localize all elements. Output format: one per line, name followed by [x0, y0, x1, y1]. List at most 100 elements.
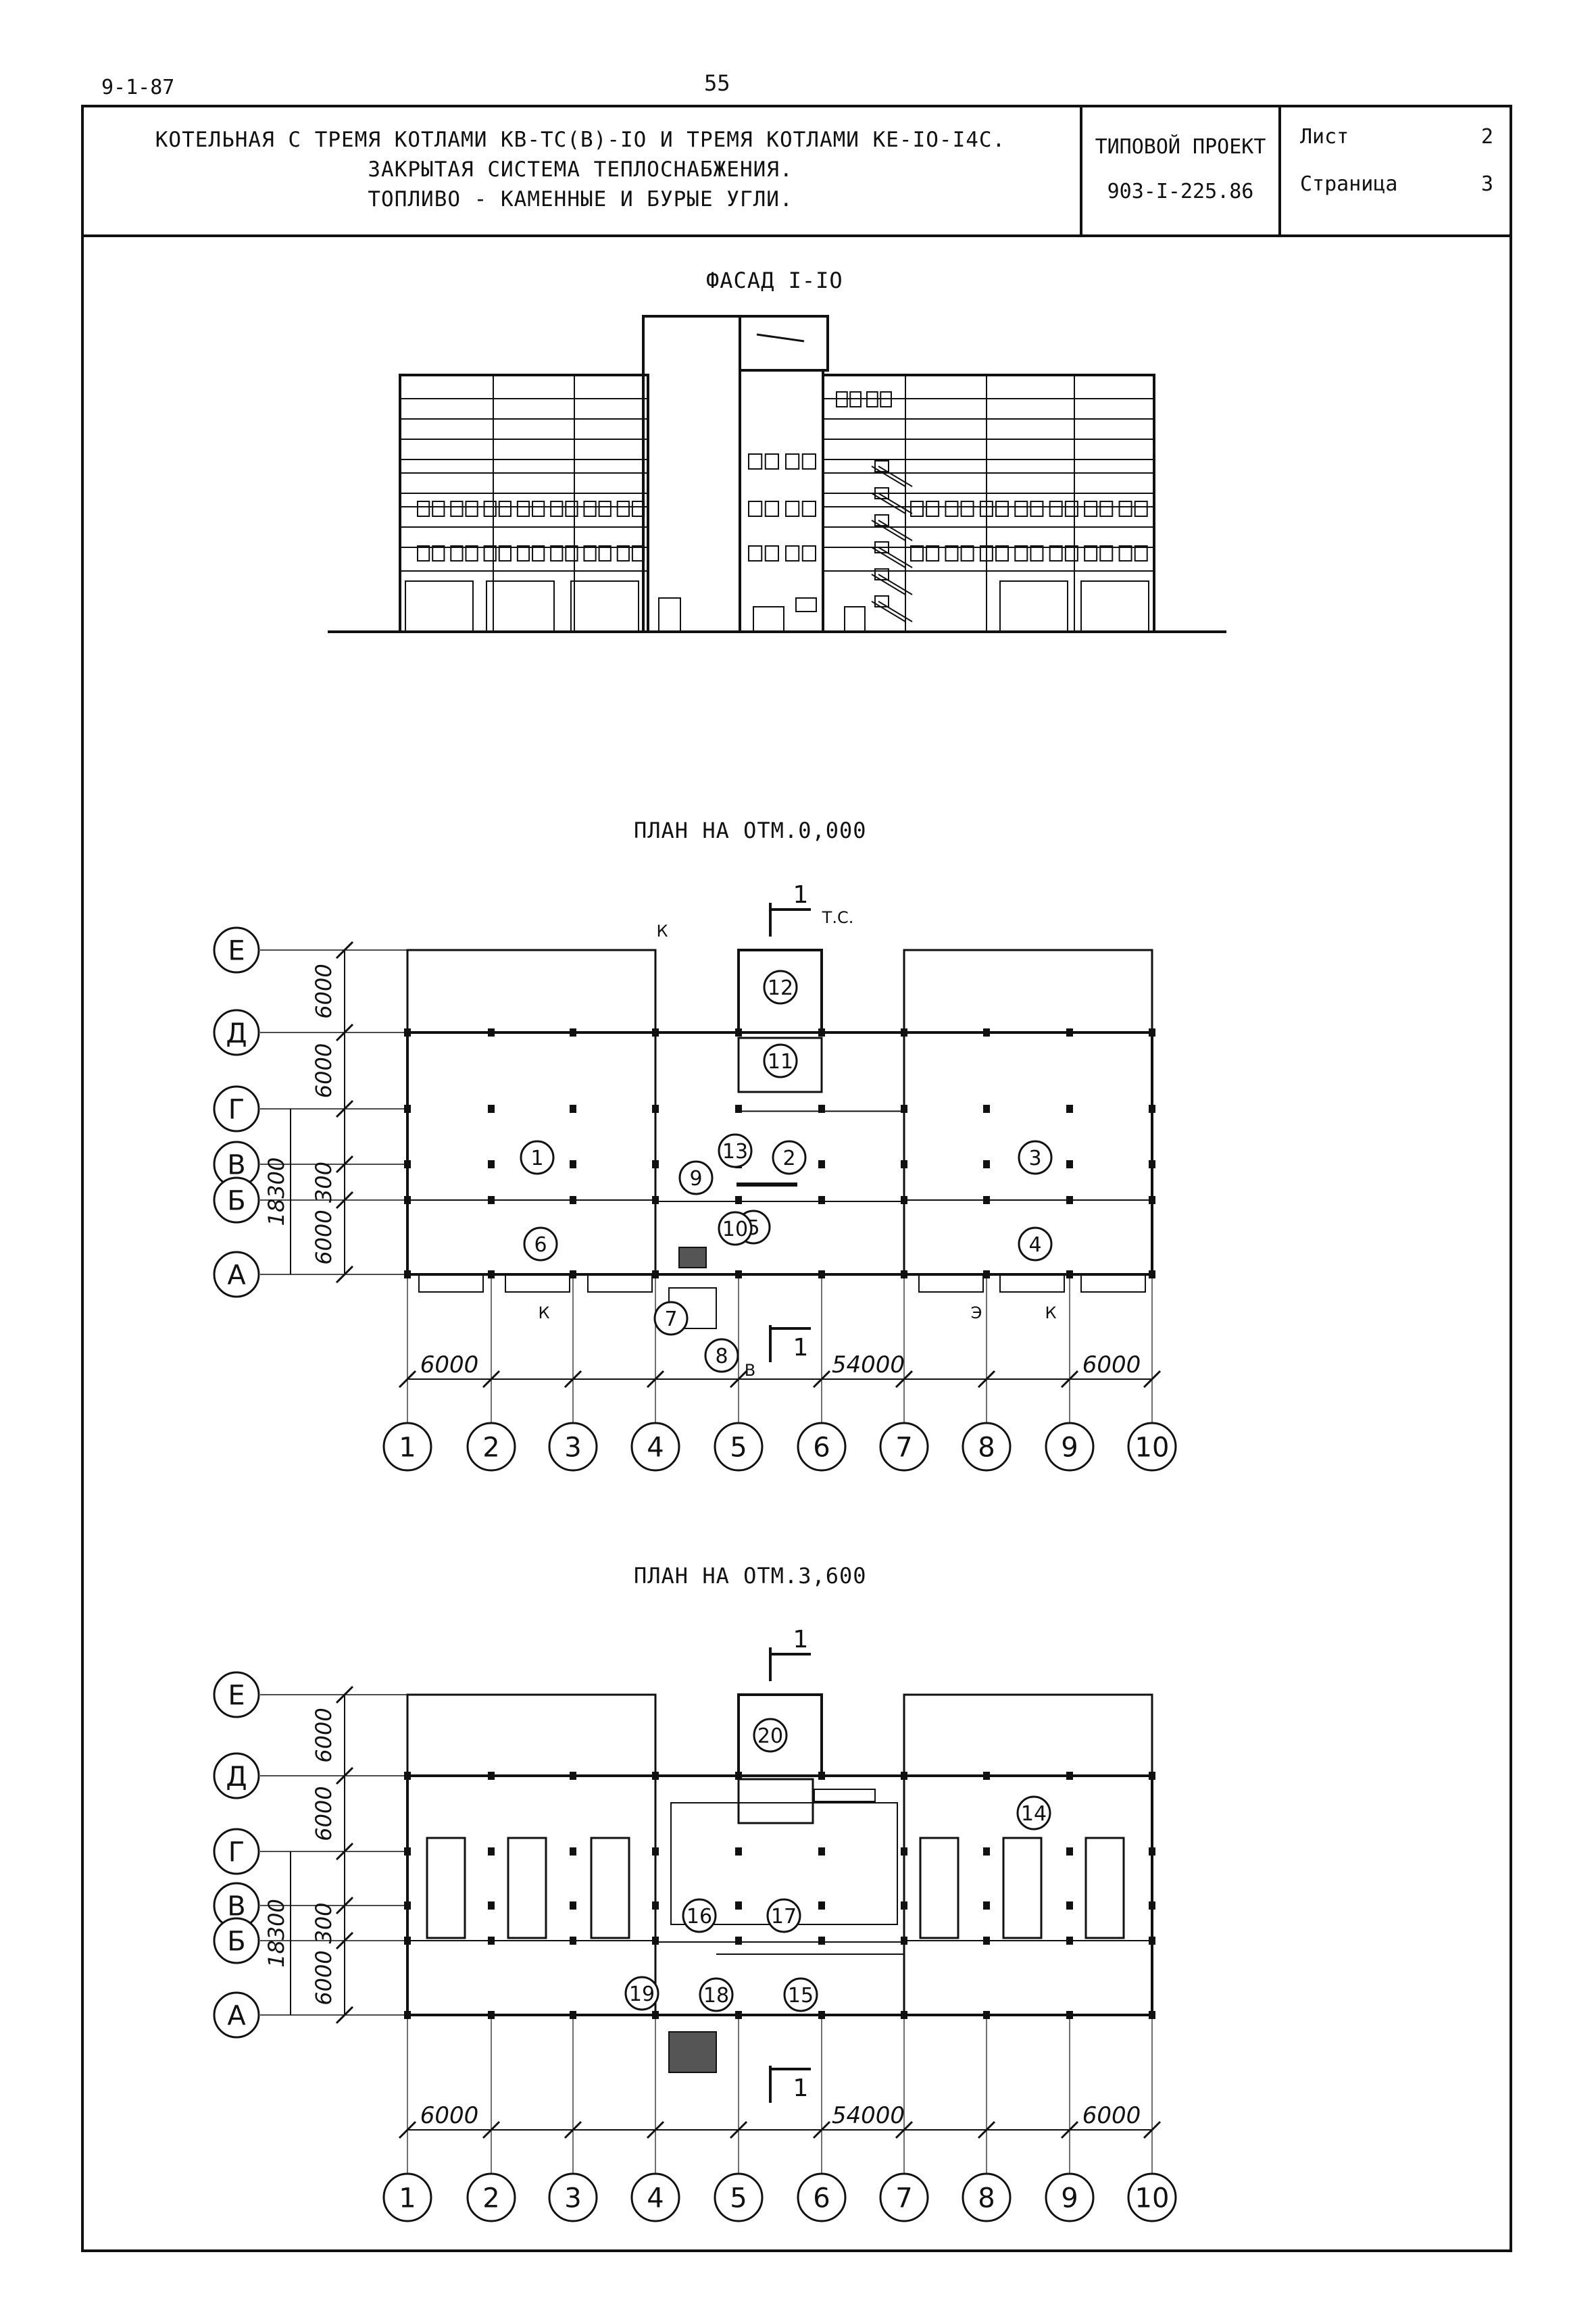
- dimension-tick: [646, 2120, 665, 2139]
- column-mark: [983, 1028, 990, 1037]
- document-code: 9-1-87: [101, 76, 175, 99]
- facade-caption: ФАСАД I-IO: [706, 268, 843, 293]
- window: [910, 545, 924, 562]
- window: [498, 501, 512, 517]
- window: [801, 453, 816, 470]
- column-mark: [488, 1028, 495, 1037]
- window: [1014, 501, 1028, 517]
- right-bay-outline: [903, 1693, 1153, 1777]
- window: [748, 545, 763, 562]
- dimension-tick: [335, 1023, 354, 1042]
- dimension-vertical: 6000: [311, 964, 336, 1018]
- window: [785, 453, 800, 470]
- bay-projection: [418, 1274, 484, 1293]
- gate-opening: [570, 580, 639, 632]
- column-mark: [983, 1160, 990, 1168]
- window: [1118, 545, 1132, 562]
- column-mark: [1149, 1901, 1155, 1910]
- plan2-caption: ПЛАН НА ОТМ.3,600: [634, 1563, 867, 1589]
- dimension-tick: [564, 1370, 582, 1389]
- row-axis-2-label: Д: [226, 1761, 247, 1792]
- window: [1064, 501, 1078, 517]
- column-mark: [1149, 1847, 1155, 1856]
- row-axis-5-label: Б: [227, 1185, 245, 1216]
- dimension-tick: [895, 1370, 914, 1389]
- room-11-box: [737, 1037, 823, 1093]
- window: [1049, 545, 1063, 562]
- window: [565, 545, 578, 562]
- row-axis-6: [213, 1251, 260, 1298]
- column-mark: [1149, 1772, 1155, 1780]
- window: [849, 391, 862, 407]
- dimension-vertical: 300: [311, 1902, 336, 1943]
- column-mark: [570, 1901, 576, 1910]
- room-number-4-label: 4: [1028, 1233, 1041, 1257]
- row-axis-4-label: В: [227, 1891, 245, 1922]
- col-axis-1-label: 1: [399, 1432, 416, 1463]
- room-number-16: [682, 1898, 717, 1933]
- central-annex: [737, 1693, 823, 1777]
- dimension-tick: [1060, 1370, 1079, 1389]
- column-mark: [570, 1772, 576, 1780]
- window: [960, 501, 974, 517]
- dimension-tick: [812, 1370, 831, 1389]
- boiler-footprint: [919, 1837, 959, 1939]
- stair-flight: [871, 601, 906, 622]
- column-mark: [488, 1847, 495, 1856]
- window: [417, 545, 430, 562]
- label-v: В: [745, 1361, 755, 1380]
- window: [995, 545, 1009, 562]
- column-mark: [488, 1772, 495, 1780]
- dimension-tick: [398, 1370, 417, 1389]
- col-axis-8-label: 8: [978, 1432, 995, 1463]
- column-mark: [570, 1937, 576, 1945]
- stair-flight: [878, 574, 913, 595]
- boiler-footprint: [507, 1837, 547, 1939]
- column-mark: [901, 1105, 907, 1113]
- column-mark: [652, 1196, 659, 1204]
- row-axis-6-label: А: [227, 2000, 246, 2031]
- gate-opening: [405, 580, 474, 632]
- row-axis-3-label: Г: [228, 1837, 245, 1868]
- col-axis-1-label: 1: [399, 2183, 416, 2214]
- column-mark: [818, 1028, 825, 1037]
- dimension-tick: [977, 2120, 996, 2139]
- window: [483, 545, 497, 562]
- row-axis-2: [213, 1009, 260, 1056]
- project-cell: ТИПОВОЙ ПРОЕКТ 903-I-225.86: [1082, 105, 1281, 234]
- right-wing: [822, 374, 1155, 633]
- room-number-20: [753, 1718, 788, 1753]
- stair-flight: [878, 547, 913, 568]
- window: [764, 453, 779, 470]
- window: [550, 501, 564, 517]
- title-cell: КОТЕЛЬНАЯ С ТРЕМЯ КОТЛАМИ КВ-ТС(В)-IO И …: [81, 105, 1082, 234]
- window: [801, 545, 816, 562]
- column-mark: [1066, 1772, 1073, 1780]
- room-number-2: [772, 1140, 807, 1175]
- room-number-11: [763, 1043, 798, 1078]
- column-mark: [983, 1196, 990, 1204]
- dimension-tick: [482, 1370, 501, 1389]
- col-axis-5-label: 5: [730, 2183, 747, 2214]
- row-axis-3: [213, 1828, 260, 1875]
- dimension-tick: [335, 1099, 354, 1118]
- column-mark: [652, 1847, 659, 1856]
- column-mark: [735, 1028, 742, 1037]
- window: [516, 501, 530, 517]
- column-mark: [901, 1901, 907, 1910]
- window: [417, 501, 430, 517]
- room-number-13-label: 13: [722, 1140, 748, 1164]
- window: [785, 545, 800, 562]
- page-number: 55: [704, 70, 730, 96]
- dimension-tick: [335, 1265, 354, 1284]
- window: [785, 501, 800, 517]
- row-axis-4-label: В: [227, 1149, 245, 1180]
- window: [836, 391, 848, 407]
- dimension-bay: 6000: [420, 2102, 479, 2129]
- dimension-vertical: 6000: [311, 1950, 336, 2005]
- lift-shaft: [737, 1778, 814, 1824]
- dimension-tick: [1143, 1370, 1162, 1389]
- room-number-3: [1018, 1140, 1053, 1175]
- room-number-8: [704, 1338, 739, 1373]
